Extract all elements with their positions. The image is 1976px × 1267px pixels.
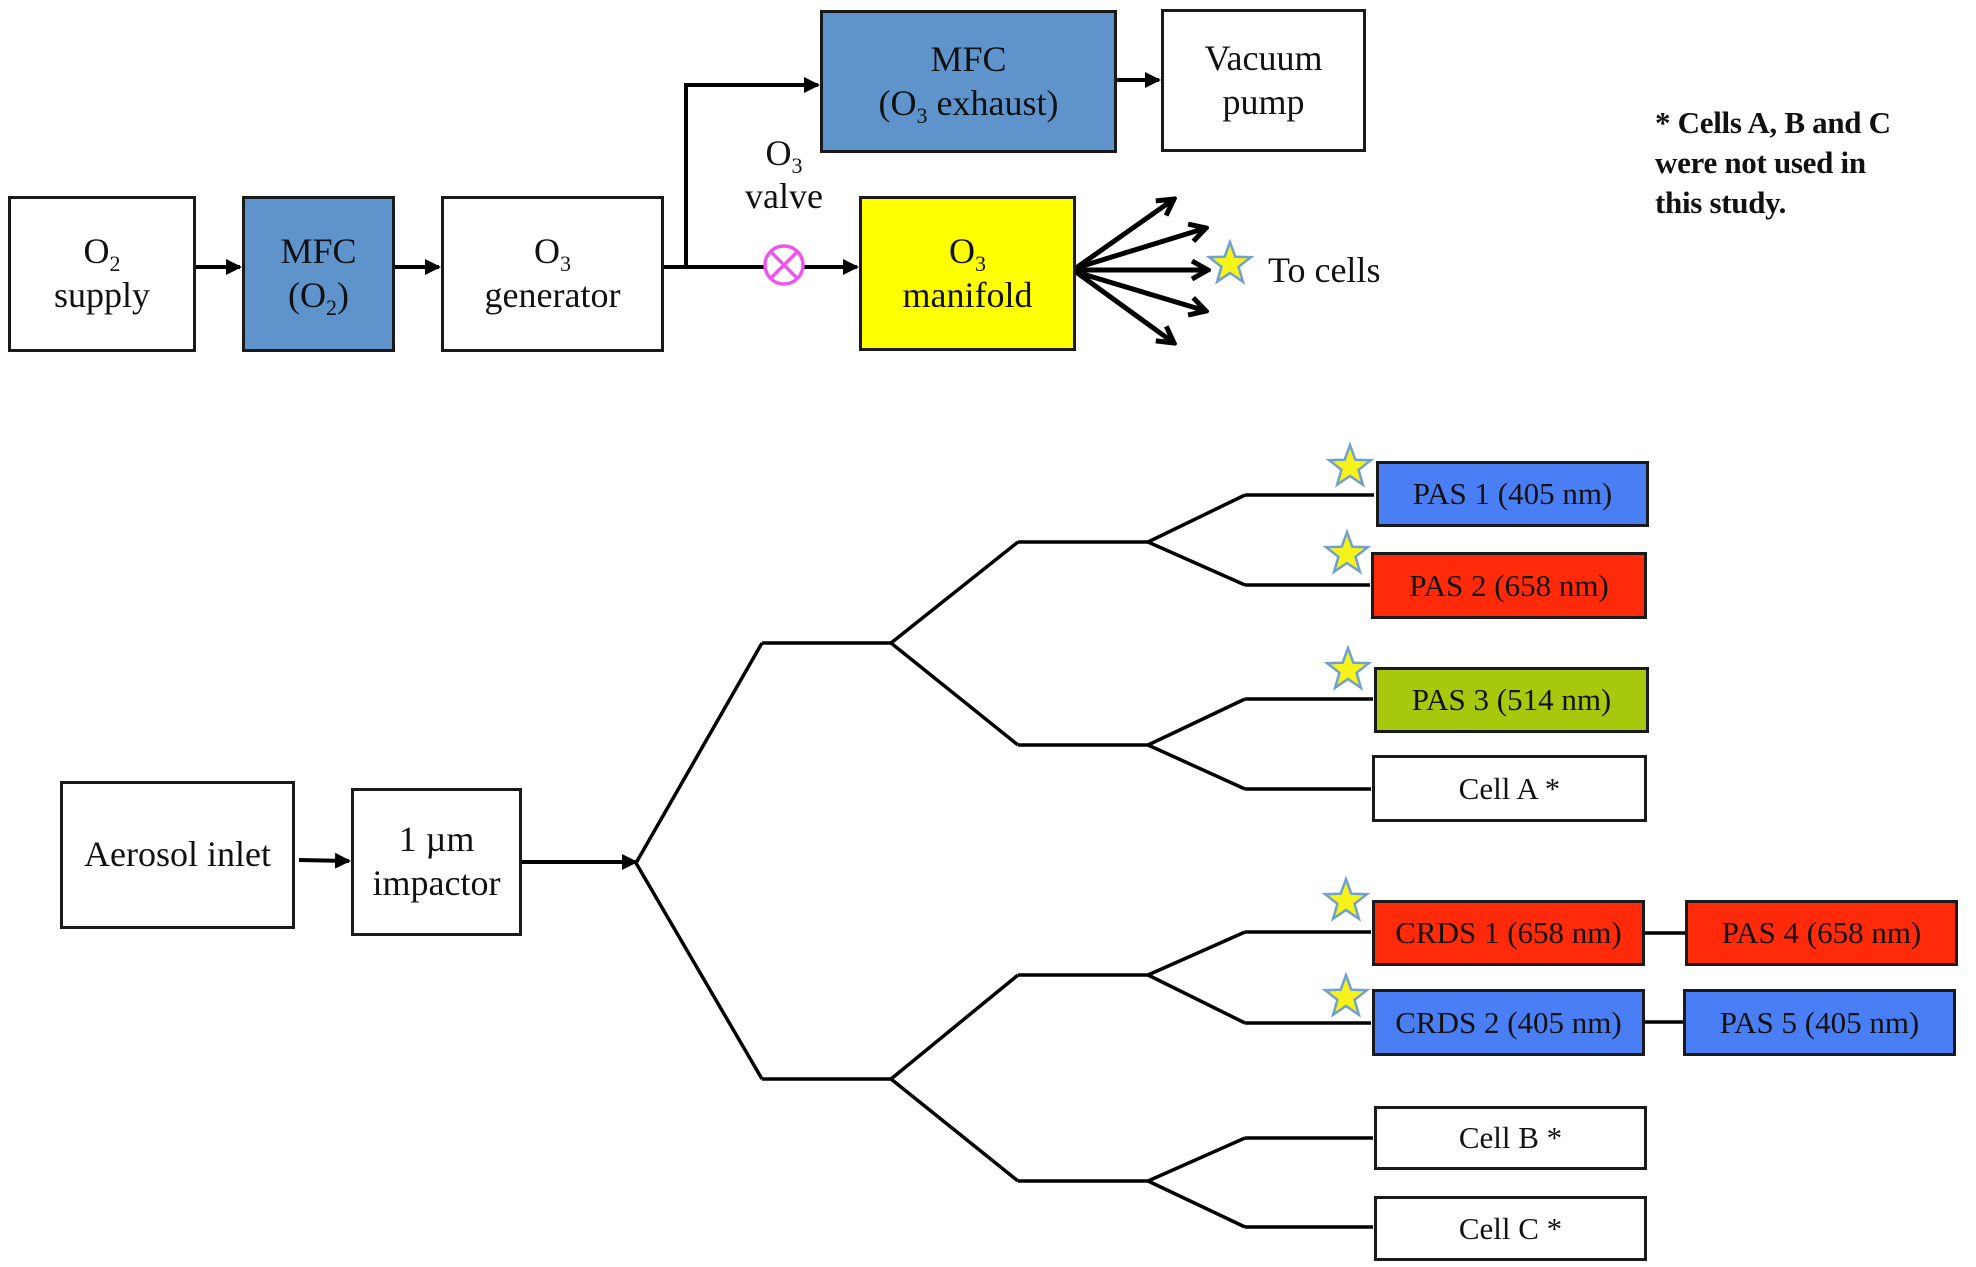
arrow-to-mfc-exhaust xyxy=(684,77,820,267)
mfc-o3-exhaust-box: MFC (O3 exhaust) xyxy=(820,10,1117,153)
cell-label: CRDS 1 (658 nm) xyxy=(1395,915,1622,951)
branch xyxy=(1146,493,1246,587)
branch xyxy=(1146,1136,1246,1229)
cell-label: PAS 5 (405 nm) xyxy=(1719,1004,1920,1040)
branch xyxy=(634,642,764,1080)
o2-supply-formula: O xyxy=(83,231,110,272)
pas4-box: PAS 4 (658 nm) xyxy=(1685,900,1958,966)
pas1-box: PAS 1 (405 nm) xyxy=(1376,461,1649,527)
arrow-inlet-to-impactor xyxy=(298,852,351,869)
cell-c-box: Cell C * xyxy=(1374,1196,1647,1261)
crds2-box: CRDS 2 (405 nm) xyxy=(1372,989,1645,1056)
mfc-exhaust-title: MFC xyxy=(930,38,1007,79)
cell-label: PAS 3 (514 nm) xyxy=(1411,682,1612,718)
ozone-star-icon xyxy=(1322,528,1372,575)
outlet-arrow xyxy=(1074,199,1174,271)
o3-generator-label: generator xyxy=(484,275,621,315)
ozone-star-icon xyxy=(1325,441,1375,488)
pas2-box: PAS 2 (658 nm) xyxy=(1371,552,1647,619)
branch xyxy=(1146,697,1246,791)
branch xyxy=(889,540,1020,747)
ozone-star-icon xyxy=(1321,875,1371,922)
cell-a-box: Cell A * xyxy=(1372,755,1647,822)
mfc-o2-box: MFC (O2) xyxy=(242,196,395,352)
cell-label: Cell C * xyxy=(1458,1210,1563,1246)
pas3-box: PAS 3 (514 nm) xyxy=(1374,667,1649,733)
cells-unused-note: * Cells A, B and C were not used in this… xyxy=(1655,105,1891,220)
branch xyxy=(889,973,1020,1183)
to-cells-label: To cells xyxy=(1268,250,1381,290)
ozone-star-icon xyxy=(1321,971,1371,1018)
ozone-star-icon xyxy=(1205,238,1255,285)
pas5-box: PAS 5 (405 nm) xyxy=(1683,989,1956,1056)
cell-label: PAS 2 (658 nm) xyxy=(1409,567,1609,603)
branch xyxy=(1146,930,1246,1025)
valve-icon xyxy=(763,244,805,286)
cell-label: PAS 1 (405 nm) xyxy=(1412,476,1613,512)
o3-manifold-box: O3 manifold xyxy=(859,196,1076,351)
vacuum-pump-box: Vacuum pump xyxy=(1161,9,1366,152)
o3-valve-label: O3 valve xyxy=(745,133,823,217)
outlet-arrow xyxy=(1075,228,1206,271)
outlet-arrow xyxy=(1074,269,1174,343)
o3-generator-box: O3 generator xyxy=(441,196,664,352)
cell-label: Cell B * xyxy=(1458,1120,1563,1156)
manifold-outlet-arrows xyxy=(1074,199,1208,343)
cell-label: Cell A * xyxy=(1458,770,1561,806)
crds1-box: CRDS 1 (658 nm) xyxy=(1372,900,1645,966)
cell-label: PAS 4 (658 nm) xyxy=(1721,915,1922,951)
cell-label: CRDS 2 (405 nm) xyxy=(1395,1004,1622,1040)
outlet-arrow xyxy=(1075,269,1206,311)
ozone-star-icon xyxy=(1323,644,1373,691)
aerosol-inlet-box: Aerosol inlet xyxy=(60,781,295,929)
cell-b-box: Cell B * xyxy=(1374,1106,1647,1170)
mfc-o2-title: MFC xyxy=(280,231,357,272)
flow-splitter-tree xyxy=(634,493,1685,1229)
o2-supply-box: O2 supply xyxy=(8,196,196,352)
impactor-box: 1 µm impactor xyxy=(351,788,522,936)
o2-supply-label: supply xyxy=(53,275,150,315)
